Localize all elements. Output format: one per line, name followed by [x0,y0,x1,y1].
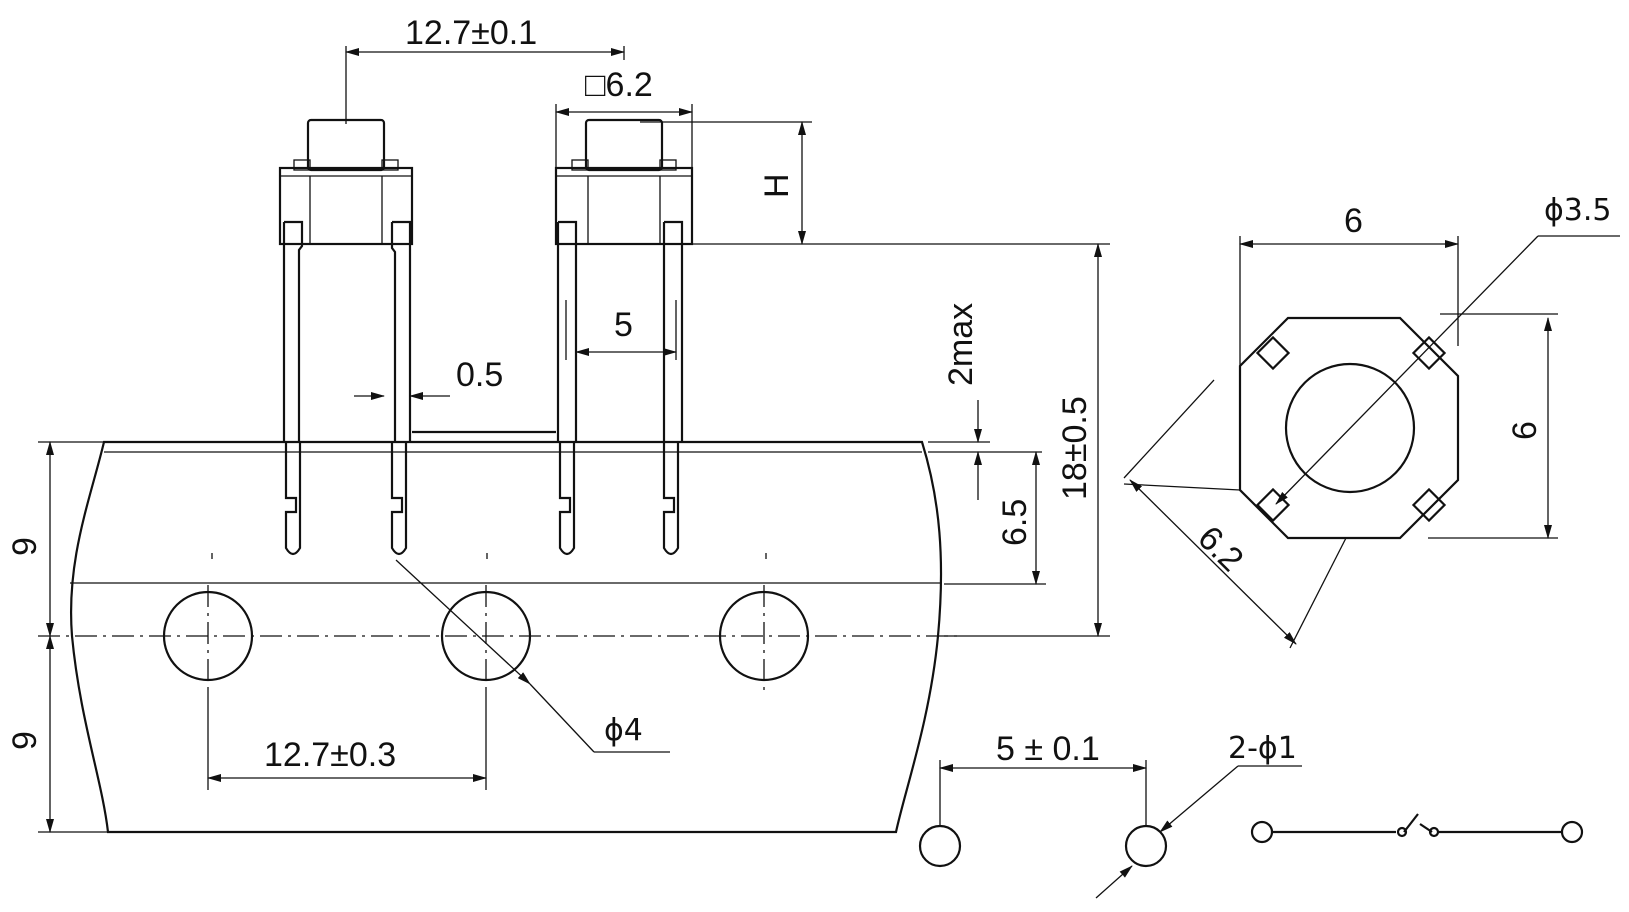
lead-width-label: 0.5 [456,356,503,394]
pcb-hole-1 [918,824,962,868]
switch-top-view [1123,235,1620,649]
tape-half-top-label: 9 [6,537,44,556]
square-size-label: □6.2 [585,66,653,104]
carrier-tape [38,440,960,834]
switch-side-view-1 [278,118,414,556]
stand-off-label: 2max [942,303,980,386]
switch-side-view-2 [412,118,694,556]
pcb-holes-label: 2-ϕ1 [1228,731,1297,766]
tape-half-bottom-label: 9 [6,731,44,750]
body-diagonal-label: 6.2 [1190,519,1250,579]
hole-diameter-label: ϕ4 [604,713,643,748]
pcb-layout [918,760,1302,899]
actuator-diameter-label: ϕ3.5 [1544,193,1612,228]
pitch-top-label: 12.7±0.1 [405,14,537,52]
height-label: H [758,173,796,198]
body-width-label: 6 [1344,202,1363,240]
body-height-label: 6 [1506,421,1544,440]
overall-height-label: 18±0.5 [1056,396,1094,500]
switch-schematic-symbol [1250,813,1584,844]
lead-length-label: 6.5 [996,499,1034,546]
lead-pitch-label: 5 [614,306,633,344]
hole-pitch-label: 12.7±0.3 [264,736,396,774]
actuator-circle [1284,362,1416,494]
pcb-pitch-label: 5 ± 0.1 [996,730,1100,768]
side-view-dimensions [38,46,1110,833]
